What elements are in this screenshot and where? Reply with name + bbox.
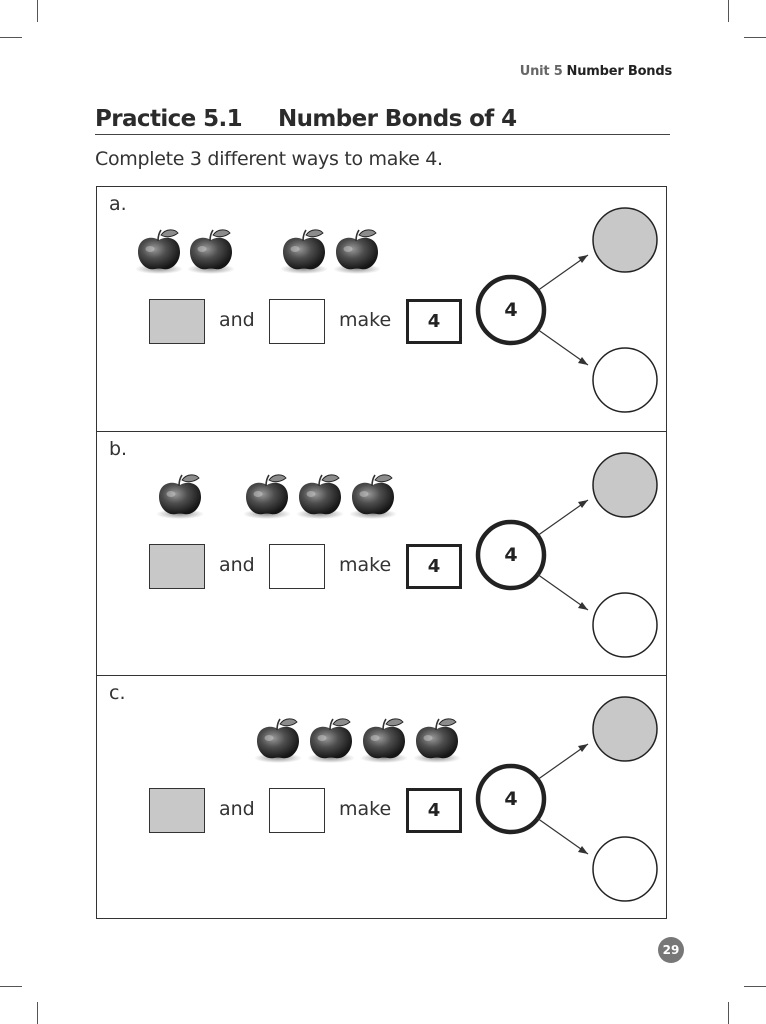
crop-mark (0, 37, 22, 38)
apple-icon (411, 714, 463, 766)
arrow-head (578, 357, 588, 365)
bond-part-circle-blank[interactable] (592, 347, 658, 413)
unit-label: Unit 5 (519, 64, 563, 79)
bond-whole-number: 4 (504, 544, 518, 566)
part-box-shaded[interactable] (149, 544, 205, 589)
apple-icon (294, 470, 346, 522)
arrow-head (578, 846, 588, 854)
apple-icon (241, 470, 293, 522)
word-make: make (339, 309, 392, 331)
exercise-section-c: c. and make 4 4 (97, 675, 666, 919)
bond-whole-number: 4 (504, 299, 518, 321)
bond-part-circle-blank[interactable] (592, 592, 658, 658)
number-bond-diagram (475, 452, 658, 658)
crop-mark (728, 0, 729, 22)
bond-whole-number: 4 (504, 788, 518, 810)
total-box: 4 (406, 788, 462, 833)
arrow-head (578, 602, 588, 610)
crop-mark (37, 0, 38, 22)
word-and: and (219, 798, 255, 820)
bond-whole-circle (475, 519, 547, 591)
apple-icon (185, 225, 237, 277)
practice-title: Practice 5.1 Number Bonds of 4 (95, 106, 670, 135)
number-bond-diagram (475, 696, 658, 902)
part-box-shaded[interactable] (149, 299, 205, 344)
apple-icon (154, 470, 206, 522)
crop-mark (728, 1002, 729, 1024)
bond-line (536, 817, 589, 855)
apple-icon (278, 225, 330, 277)
bond-whole-circle (475, 274, 547, 346)
bond-line (536, 573, 589, 611)
apple-icon (331, 225, 383, 277)
crop-mark (0, 986, 22, 987)
unit-header: Unit 5 Number Bonds (520, 64, 672, 79)
exercise-section-a: a. and make 4 4 (97, 187, 666, 431)
word-make: make (339, 554, 392, 576)
section-label: c. (109, 682, 126, 704)
practice-number: Practice 5.1 (95, 106, 243, 132)
bond-part-circle-shaded[interactable] (592, 696, 658, 762)
word-and: and (219, 554, 255, 576)
bond-line (536, 254, 589, 292)
apple-icon (347, 470, 399, 522)
section-label: a. (109, 193, 127, 215)
crop-mark (37, 1002, 38, 1024)
apple-icon (305, 714, 357, 766)
apple-icon (358, 714, 410, 766)
part-box-blank[interactable] (269, 299, 325, 344)
bond-line (536, 743, 589, 781)
part-box-shaded[interactable] (149, 788, 205, 833)
bond-part-circle-shaded[interactable] (592, 207, 658, 273)
crop-mark (744, 37, 766, 38)
bond-whole-circle (475, 763, 547, 835)
arrow-head (578, 744, 588, 752)
apple-icon (252, 714, 304, 766)
arrow-head (578, 500, 588, 508)
practice-name: Number Bonds of 4 (278, 106, 517, 132)
number-bond-diagram (475, 207, 658, 413)
part-box-blank[interactable] (269, 788, 325, 833)
bond-line (536, 328, 589, 366)
bond-part-circle-shaded[interactable] (592, 452, 658, 518)
arrow-head (578, 255, 588, 263)
word-and: and (219, 309, 255, 331)
unit-title: Number Bonds (566, 64, 673, 79)
section-label: b. (109, 438, 128, 460)
exercise-frame: a. and make 4 4 b. and (96, 186, 667, 919)
bond-part-circle-blank[interactable] (592, 836, 658, 902)
instruction: Complete 3 different ways to make 4. (95, 148, 443, 170)
total-box: 4 (406, 544, 462, 589)
bond-line (536, 499, 589, 537)
apple-icon (133, 225, 185, 277)
page-number-badge: 29 (658, 937, 684, 963)
total-box: 4 (406, 299, 462, 344)
crop-mark (744, 986, 766, 987)
word-make: make (339, 798, 392, 820)
part-box-blank[interactable] (269, 544, 325, 589)
exercise-section-b: b. and make 4 4 (97, 431, 666, 675)
